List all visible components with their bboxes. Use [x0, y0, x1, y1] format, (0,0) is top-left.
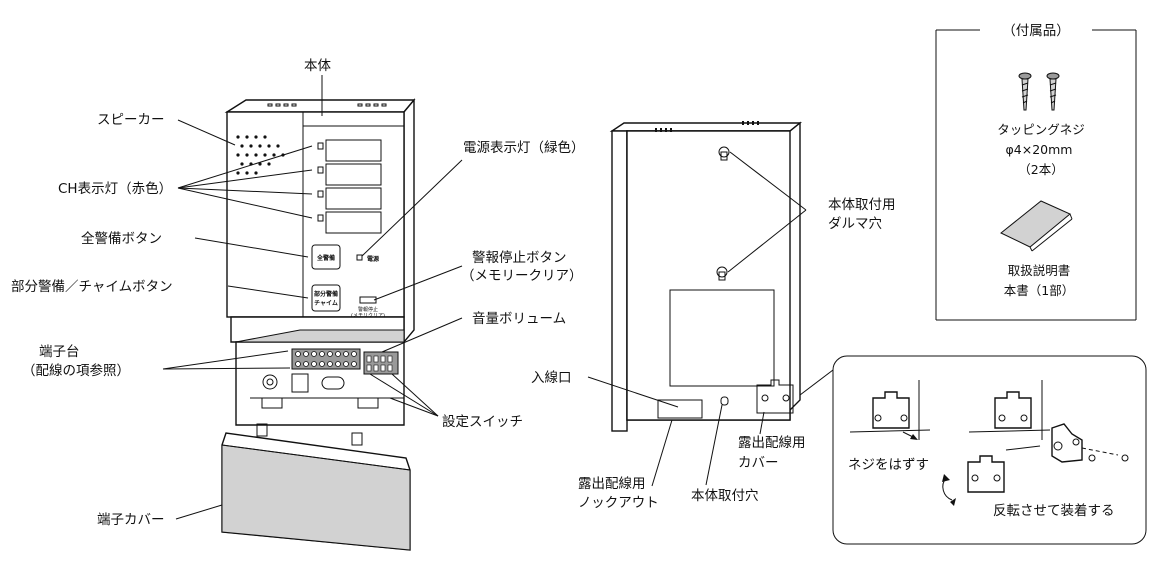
back-label-area [669, 289, 775, 387]
body-mount-hole-shape [720, 396, 729, 406]
label-setting-switch: 設定スイッチ [442, 414, 523, 430]
front-unit: 全警備 部分警備 チャイム 電源 警報停止 (メモリクリア) [224, 98, 416, 426]
screw-left [1018, 72, 1032, 111]
manual-booklet [1000, 200, 1073, 252]
accessories-box [935, 29, 1137, 321]
label-knockout-1: 露出配線用 [578, 476, 646, 492]
accessories-title: （付属品） [1002, 23, 1070, 39]
label-volume: 音量ボリューム [472, 310, 566, 327]
top-vent [267, 103, 387, 107]
label-exposed-cover-1: 露出配線用 [738, 435, 806, 451]
label-terminal-block-2: （配線の項参照） [22, 362, 130, 379]
label-alarm-stop-1: 警報停止ボタン [472, 249, 567, 266]
all-guard-button-marking: 全警備 [316, 254, 335, 262]
label-power-lamp: 電源表示灯（緑色） [463, 139, 585, 156]
alarm-stop-marking-1: 警報停止 [358, 306, 378, 313]
daruma-hole-top [718, 146, 730, 161]
diagram-labels: 本体 スピーカー CH表示灯（赤色） 全警備ボタン 部分警備／チャイムボタン 端… [11, 58, 1115, 528]
manual-qty: 本書（1部） [1004, 283, 1074, 298]
speaker-grille [236, 135, 285, 175]
daruma-hole-bottom [716, 266, 728, 281]
label-mount-hole-1: 本体取付用 [828, 197, 896, 213]
screw-qty: （2本） [1018, 162, 1063, 177]
alarm-stop-button-shape [359, 296, 377, 304]
label-alarm-stop-2: （メモリークリア） [461, 268, 583, 284]
screw-name: タッピングネジ [997, 122, 1085, 137]
leader-lines [162, 75, 807, 520]
detail-inset [799, 355, 1147, 545]
label-reverse-attach: 反転させて装着する [993, 502, 1115, 519]
label-terminal-cover: 端子カバー [97, 512, 165, 528]
alarm-stop-marking-2: (メモリクリア) [351, 313, 385, 319]
label-body-mount-hole: 本体取付穴 [691, 488, 759, 504]
power-lamp-marking: 電源 [367, 255, 379, 263]
label-speaker: スピーカー [97, 112, 165, 128]
label-all-guard-button: 全警備ボタン [81, 230, 162, 247]
screw-right [1046, 72, 1060, 111]
ch-lamps [317, 139, 382, 234]
label-partial-chime-button: 部分警備／チャイムボタン [11, 279, 173, 295]
accessory-labels: （付属品） タッピングネジ φ4×20mm （2本） 取扱説明書 本書（1部） [997, 23, 1085, 298]
back-unit [609, 121, 802, 432]
label-cable-inlet: 入線口 [531, 370, 572, 386]
terminal-cover-shape [221, 423, 411, 551]
label-knockout-2: ノックアウト [578, 495, 659, 511]
manual-name: 取扱説明書 [1008, 263, 1071, 278]
all-guard-button-shape [311, 244, 341, 270]
power-lamp-shape [356, 254, 363, 261]
terminal-strip [291, 348, 361, 370]
cable-inlet-shape [657, 399, 703, 419]
label-mount-hole-2: ダルマ穴 [828, 216, 882, 232]
partial-chime-button-shape [311, 284, 341, 312]
screw-size: φ4×20mm [1006, 142, 1073, 157]
partial-chime-button-marking-1: 部分警備 [314, 290, 338, 298]
partial-chime-button-marking-2: チャイム [314, 300, 338, 307]
exposed-cover-shape [756, 379, 794, 414]
label-exposed-cover-2: カバー [738, 455, 779, 471]
label-remove-screw: ネジをはずす [848, 457, 929, 473]
label-body: 本体 [304, 58, 331, 74]
label-ch-lamp: CH表示灯（赤色） [58, 180, 172, 197]
label-terminal-block-1: 端子台 [39, 344, 80, 360]
